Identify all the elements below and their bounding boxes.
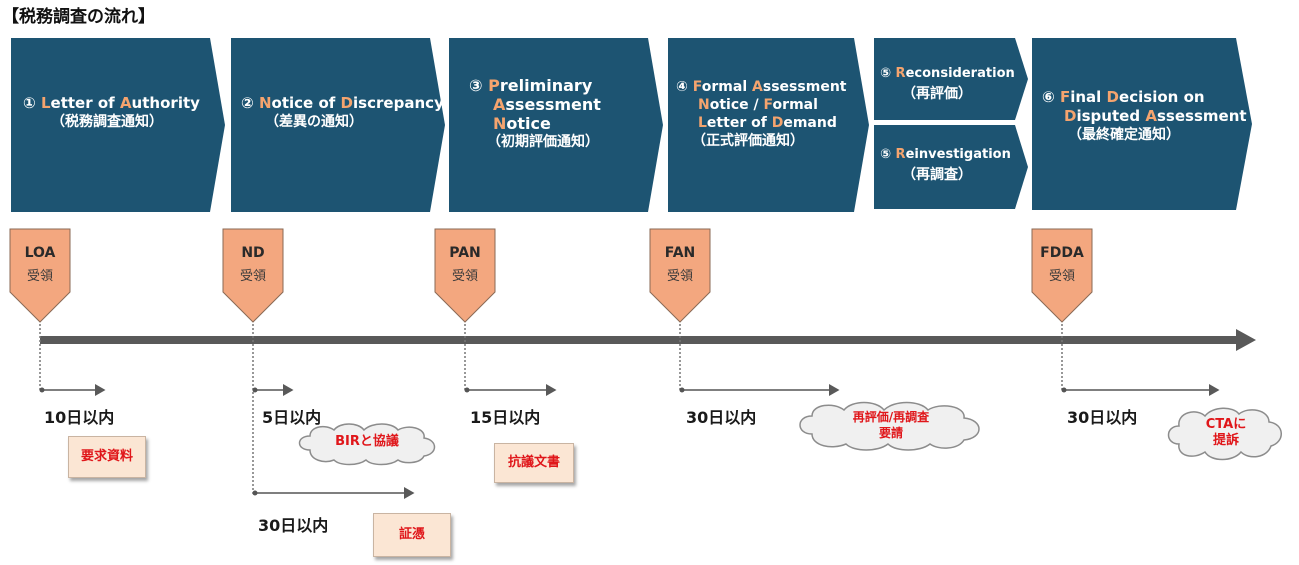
stage-title-line3: Letter of Demand xyxy=(698,115,837,131)
tag-shape xyxy=(649,228,711,323)
stage-chevron xyxy=(11,38,225,212)
stage-subtitle: （再評価） xyxy=(902,86,972,102)
stage-subtitle: （最終確定通知） xyxy=(1068,127,1180,143)
stage-title-line2: Notice / Formal xyxy=(698,97,818,113)
timeline-arrowhead xyxy=(1236,329,1256,351)
stage-title-line3: Notice xyxy=(493,114,551,133)
note-required-documents: 要求資料 xyxy=(68,436,146,478)
tag-label: 受領 xyxy=(239,269,266,284)
stage-title: ⑥ Final Decision on xyxy=(1042,88,1205,106)
stage-title-line2: Disputed Assessment xyxy=(1064,107,1247,125)
stage-chevron xyxy=(449,38,663,212)
tag-label: 受領 xyxy=(666,269,693,284)
tag-fdda: FDDA 受領 xyxy=(1031,228,1093,324)
stage-title-line2: Assessment xyxy=(493,95,601,114)
pan-deadline: 15日以内 xyxy=(470,408,541,427)
tag-abbr: FAN xyxy=(664,245,696,261)
cloud-text-line2: 提訴 xyxy=(1212,433,1239,448)
stage-chevron xyxy=(874,125,1028,209)
tag-abbr: LOA xyxy=(24,245,56,261)
stage-subtitle: （税務調査通知） xyxy=(51,114,163,130)
stage-letter-of-authority: ① Letter of Authority （税務調査通知） xyxy=(11,38,227,212)
stage-subtitle: （再調査） xyxy=(902,167,972,183)
stage-title: ② Notice of Discrepancy xyxy=(241,94,444,112)
tag-abbr: PAN xyxy=(449,245,481,261)
stage-title: ④ Formal Assessment xyxy=(676,79,847,95)
stage-reinvestigation: ⑤ Reinvestigation （再調査） xyxy=(874,125,1030,209)
cloud-cta-appeal: CTAに 提訴 xyxy=(1163,404,1289,462)
page-title: 【税務調査の流れ】 xyxy=(2,7,155,27)
stage-subtitle: （正式評価通知） xyxy=(692,133,804,149)
cloud-text: BIRと協議 xyxy=(335,434,399,449)
stage-subtitle: （初期評価通知） xyxy=(487,134,599,150)
nd-long-deadline: 30日以内 xyxy=(258,516,329,535)
tag-fan: FAN 受領 xyxy=(649,228,711,324)
cloud-shape xyxy=(799,401,980,451)
cloud-text-line2: 要請 xyxy=(878,426,903,440)
stage-final-decision: ⑥ Final Decision on Disputed Assessment … xyxy=(1032,38,1254,210)
tag-abbr: ND xyxy=(241,245,265,261)
cloud-reconsideration-request: 再評価/再調査 要請 xyxy=(792,398,990,452)
stage-title: ① Letter of Authority xyxy=(23,94,200,112)
cloud-text-line1: CTAに xyxy=(1205,417,1247,432)
cloud-bir-discussion: BIRと協議 xyxy=(292,420,442,466)
tag-shape xyxy=(222,228,284,323)
tag-label: 受領 xyxy=(1048,269,1075,284)
cloud-text-line1: 再評価/再調査 xyxy=(852,410,930,424)
tag-shape xyxy=(1031,228,1093,323)
tag-loa: LOA 受領 xyxy=(9,228,71,324)
loa-deadline: 10日以内 xyxy=(44,408,115,427)
cloud-shape xyxy=(298,423,436,466)
stage-title: ⑤ Reconsideration xyxy=(880,66,1015,81)
tag-shape xyxy=(434,228,496,323)
tag-label: 受領 xyxy=(451,269,478,284)
stage-reconsideration: ⑤ Reconsideration （再評価） xyxy=(874,38,1030,120)
fdda-deadline: 30日以内 xyxy=(1067,408,1138,427)
tag-shape xyxy=(9,228,71,323)
tag-nd: ND 受領 xyxy=(222,228,284,324)
stage-subtitle: （差異の通知） xyxy=(265,114,363,130)
stage-chevron xyxy=(874,38,1028,120)
stage-title: ③ Preliminary xyxy=(469,76,593,95)
stage-chevron xyxy=(1032,38,1252,210)
note-evidence: 証憑 xyxy=(373,513,451,557)
stage-chevron xyxy=(668,38,869,212)
stage-preliminary-assessment: ③ Preliminary Assessment Notice （初期評価通知） xyxy=(449,38,665,212)
stage-formal-assessment: ④ Formal Assessment Notice / Formal Lett… xyxy=(668,38,872,212)
stage-title: ⑤ Reinvestigation xyxy=(880,147,1011,162)
stage-notice-of-discrepancy: ② Notice of Discrepancy （差異の通知） xyxy=(231,38,447,212)
nd-short-deadline: 5日以内 xyxy=(262,408,322,427)
stage-chevron xyxy=(231,38,445,212)
tag-abbr: FDDA xyxy=(1040,245,1084,261)
note-protest-letter: 抗議文書 xyxy=(494,443,574,483)
tag-label: 受領 xyxy=(26,269,53,284)
tag-pan: PAN 受領 xyxy=(434,228,496,324)
fan-deadline: 30日以内 xyxy=(686,408,757,427)
cloud-shape xyxy=(1167,407,1282,461)
